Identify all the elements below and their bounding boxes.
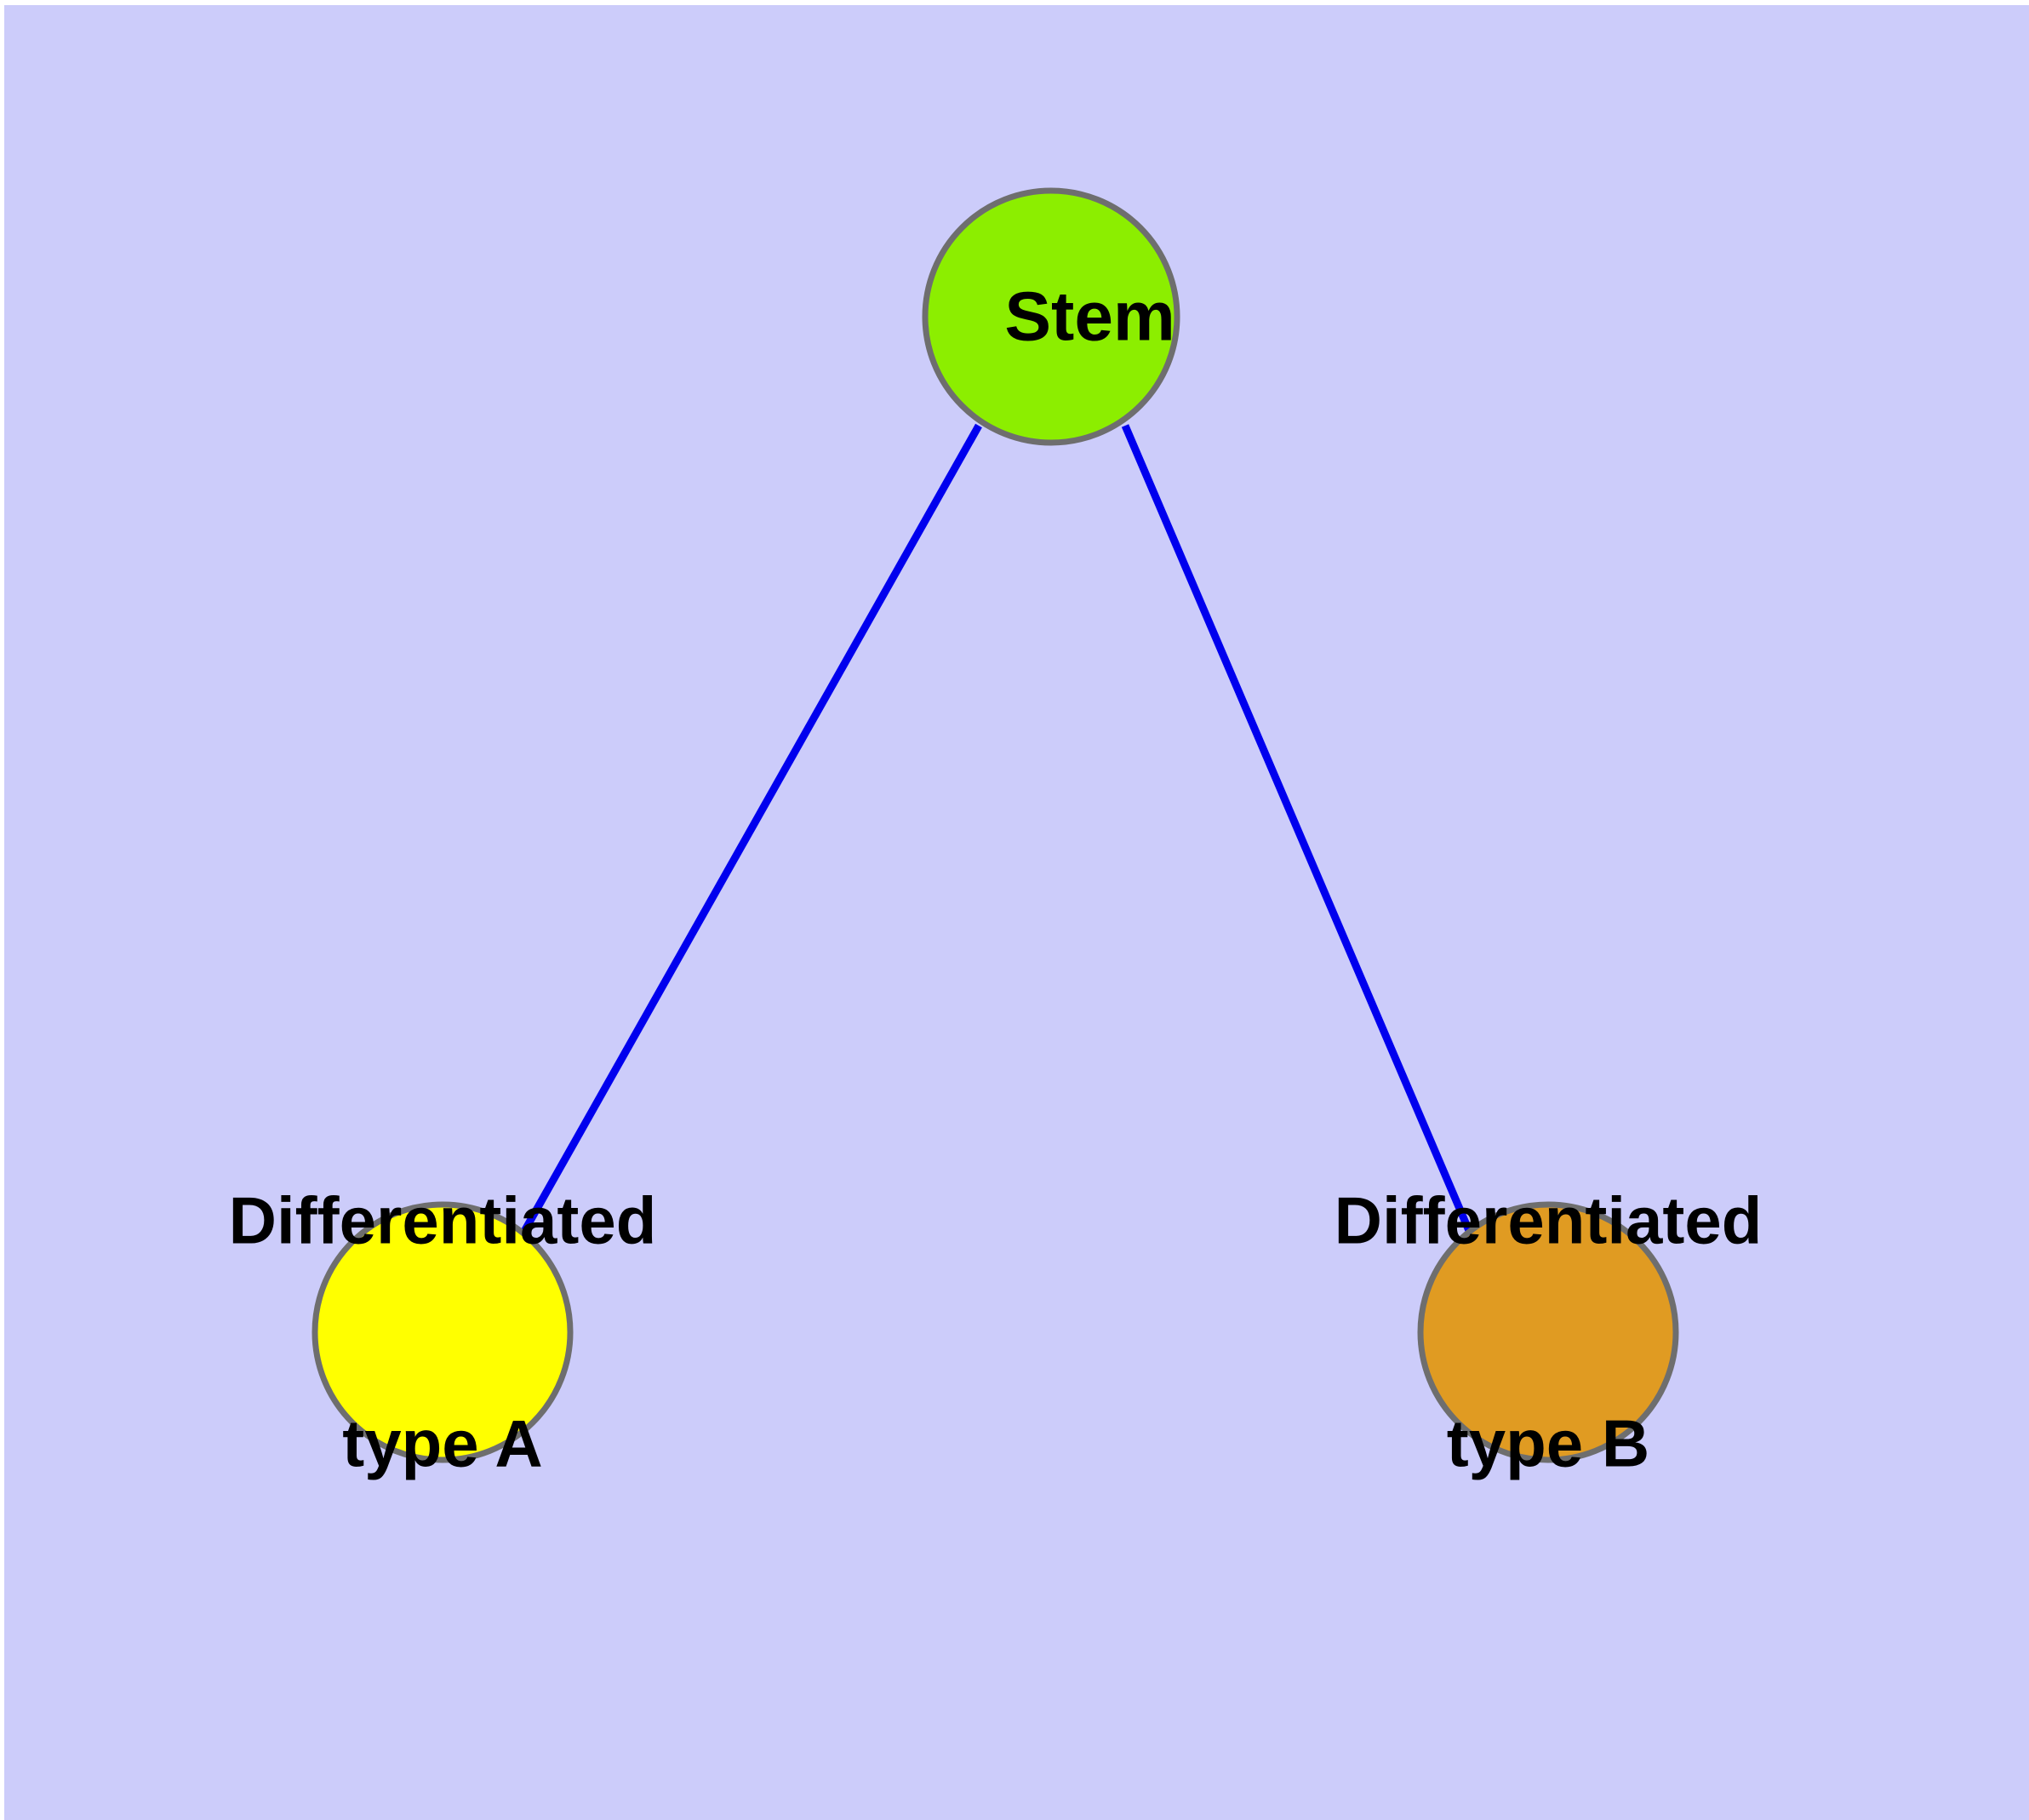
node-type-a[interactable]: [311, 1201, 574, 1463]
node-layer: [311, 187, 1679, 1463]
node-stem[interactable]: [922, 187, 1180, 446]
edge-layer: [519, 423, 1477, 1240]
node-type-b[interactable]: [1417, 1201, 1679, 1463]
edge-stem-to-type-b[interactable]: [1121, 424, 1477, 1240]
edge-stem-to-type-a[interactable]: [519, 423, 982, 1237]
